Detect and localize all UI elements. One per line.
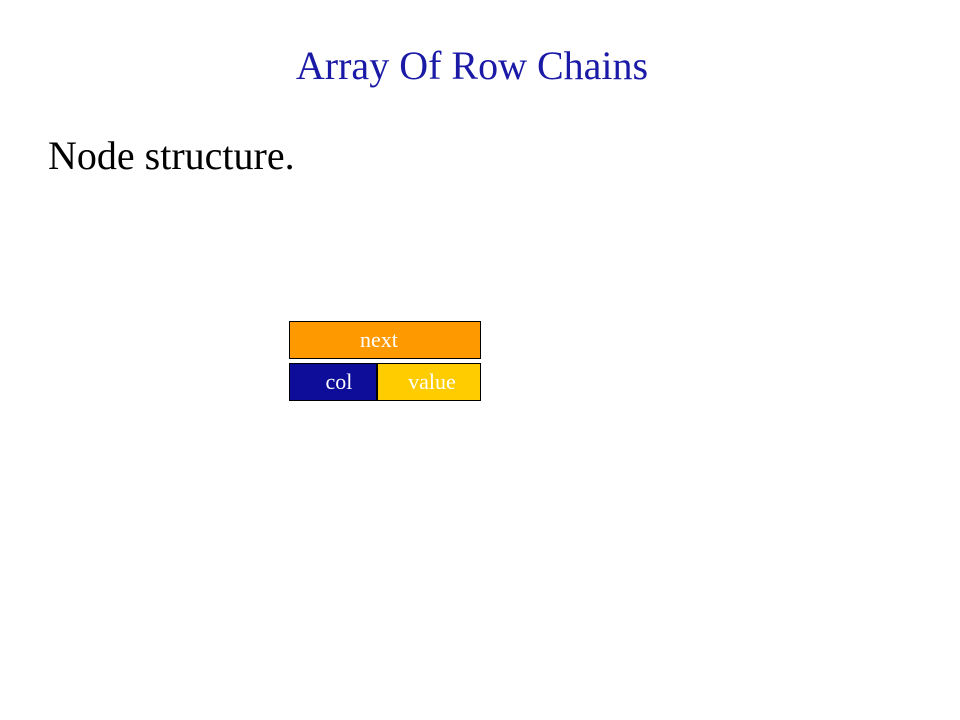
node-structure-diagram: next col value: [289, 321, 481, 401]
bullet-text: Node structure.: [48, 133, 295, 178]
slide-title: Array Of Row Chains: [295, 43, 649, 88]
node-value-field: value: [377, 363, 481, 401]
node-next-field: next: [289, 321, 481, 359]
node-col-field: col: [289, 363, 377, 401]
